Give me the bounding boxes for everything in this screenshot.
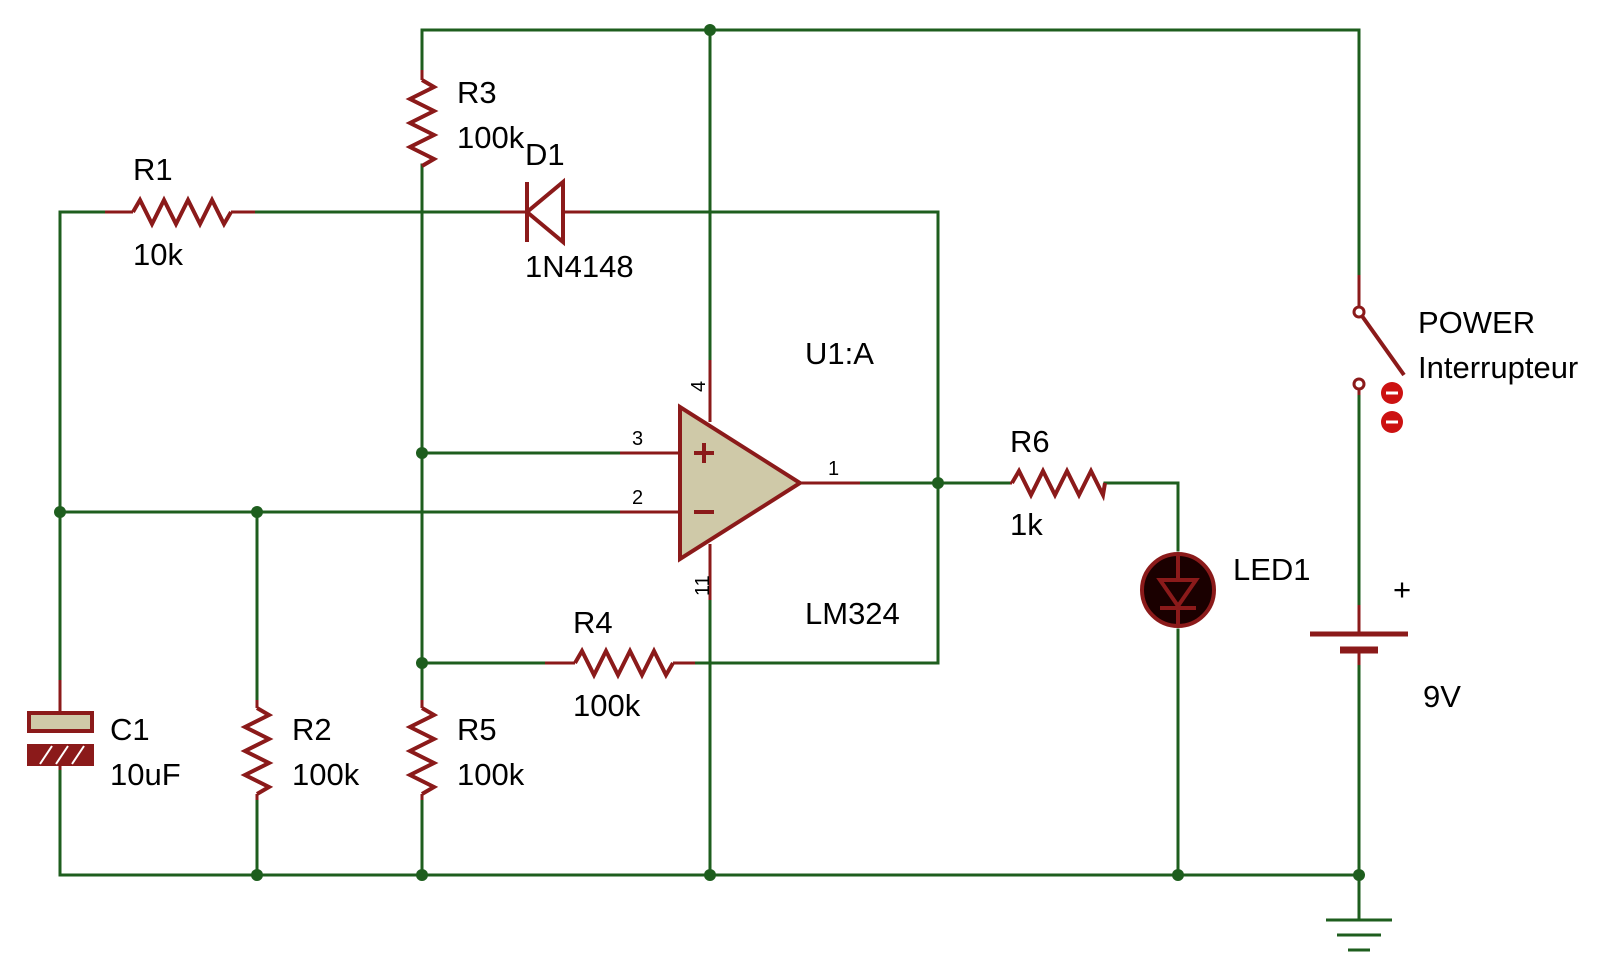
- battery-plus-label: +: [1393, 572, 1411, 607]
- junction-dot: [416, 657, 428, 669]
- junction-dot: [251, 506, 263, 518]
- switch-ref-label: POWER: [1418, 305, 1535, 340]
- d1-value-label: 1N4148: [525, 249, 634, 284]
- pin-3-label: 3: [632, 428, 643, 450]
- junction-dot: [1172, 869, 1184, 881]
- led1-ref-label: LED1: [1233, 552, 1311, 587]
- pin-2-label: 2: [632, 487, 643, 509]
- junction-dot: [54, 506, 66, 518]
- junction-dot: [704, 869, 716, 881]
- resistor-r5: [405, 700, 439, 800]
- junction-dot: [1353, 869, 1365, 881]
- u1-ref-label: U1:A: [805, 336, 874, 371]
- wire-top-rail: [420, 28, 1361, 277]
- resistor-r4: [545, 646, 695, 680]
- junction-dot: [251, 869, 263, 881]
- wire-feedback-r4: [693, 481, 940, 665]
- ground-icon: [1326, 918, 1392, 952]
- junction-dot: [416, 869, 428, 881]
- r6-value-label: 1k: [1010, 507, 1043, 542]
- resistor-r1: [105, 195, 255, 229]
- junction-dot: [704, 24, 716, 36]
- battery-9v: [1310, 605, 1408, 665]
- wire-r6-led: [1103, 481, 1180, 552]
- resistor-r2: [240, 700, 274, 800]
- r3-ref-label: R3: [457, 75, 497, 110]
- r4-value-label: 100k: [573, 688, 641, 723]
- junctions: [54, 24, 1365, 881]
- junction-dot: [932, 477, 944, 489]
- r5-ref-label: R5: [457, 712, 497, 747]
- diode-d1: [500, 177, 590, 247]
- r1-value-label: 10k: [133, 237, 183, 272]
- r2-ref-label: R2: [292, 712, 332, 747]
- r1-ref-label: R1: [133, 152, 173, 187]
- r3-value-label: 100k: [457, 120, 525, 155]
- opamp-u1: [620, 360, 860, 600]
- switch-power: [1352, 275, 1406, 433]
- resistor-r6: [1010, 466, 1107, 502]
- junction-dot: [416, 447, 428, 459]
- d1-ref-label: D1: [525, 137, 565, 172]
- led-led1: [1140, 552, 1216, 628]
- c1-value-label: 10uF: [110, 757, 181, 792]
- pin-4-label: 4: [688, 381, 710, 392]
- u1-value-label: LM324: [805, 596, 900, 631]
- battery-value-label: 9V: [1423, 679, 1461, 714]
- switch-value-label: Interrupteur: [1418, 350, 1578, 385]
- pin-1-label: 1: [828, 458, 839, 480]
- capacitor-c1: [27, 680, 94, 770]
- c1-ref-label: C1: [110, 712, 150, 747]
- r2-value-label: 100k: [292, 757, 360, 792]
- r5-value-label: 100k: [457, 757, 525, 792]
- wire-r1-left: [58, 210, 107, 514]
- resistor-r3: [405, 70, 439, 168]
- wire-d1-out: [588, 210, 940, 485]
- r6-ref-label: R6: [1010, 424, 1050, 459]
- pin-11-label: 11: [692, 575, 714, 596]
- r4-ref-label: R4: [573, 605, 613, 640]
